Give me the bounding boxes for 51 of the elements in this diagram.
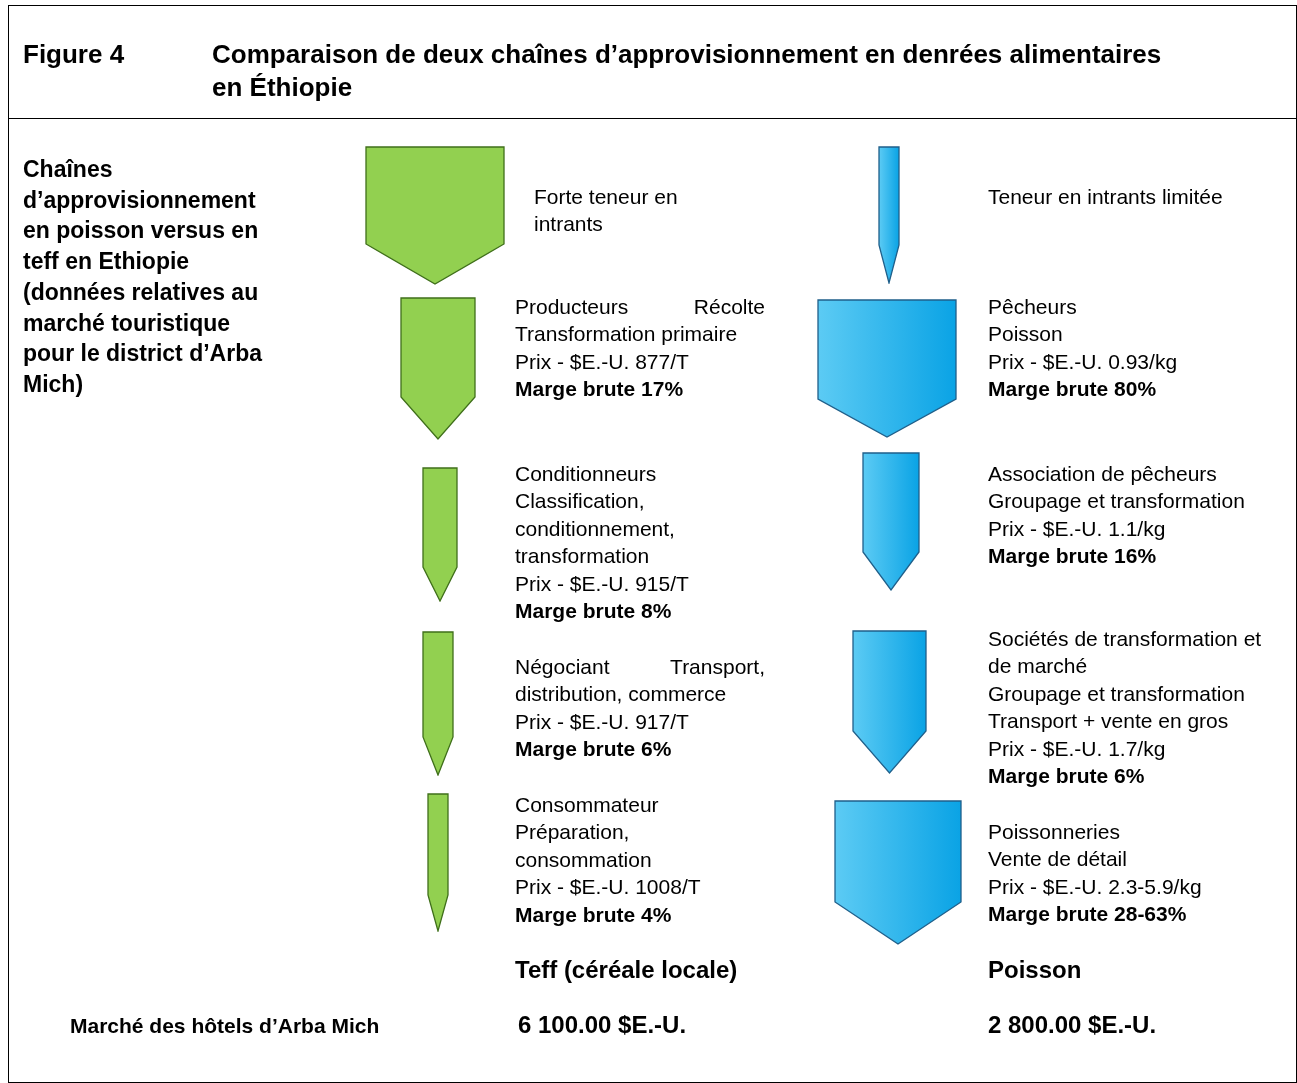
margin-text: Marge brute 8% xyxy=(515,598,673,625)
margin-text: Marge brute 80% xyxy=(988,376,1158,403)
value-text: 6 100.00 $E.-U. xyxy=(518,1010,688,1040)
column-heading: Teff (céréale locale) xyxy=(515,955,739,985)
column-heading: Poisson xyxy=(988,955,1083,985)
description-text: Groupage et transformation xyxy=(988,680,1246,707)
description-text: Conditionneurs xyxy=(515,461,658,487)
down-arrow-shape xyxy=(365,146,505,285)
row-label: Marché des hôtels d’Arba Mich xyxy=(70,1013,381,1039)
down-arrow-shape xyxy=(862,452,920,591)
description-text: Prix - $E.-U. 1008/T xyxy=(515,874,702,901)
description-text: Producteurs Récolte Transformation primaire xyxy=(515,294,765,348)
description-text: Négociant Transport, distribution, commerce xyxy=(515,654,765,708)
description-text: Groupage et transformation xyxy=(988,488,1246,515)
description-text: Poissonneries xyxy=(988,819,1121,845)
description-text: Sociétés de transformation et de marché xyxy=(988,626,1263,680)
value-text: 2 800.00 $E.-U. xyxy=(988,1010,1158,1040)
down-arrow-shape xyxy=(878,146,900,284)
description-text: Prix - $E.-U. 2.3-5.9/kg xyxy=(988,873,1203,900)
description-text: Association de pêcheurs xyxy=(988,461,1218,487)
description-text: Prix - $E.-U. 1.1/kg xyxy=(988,515,1167,542)
down-arrow-shape xyxy=(427,793,449,932)
description-text: Teneur en intrants limitée xyxy=(988,184,1224,210)
down-arrow-shape xyxy=(817,299,957,438)
side-heading: Chaînes d’approvisionnement en poisson versus en teff en Ethiopie (données relatives au marché touristique pour le district d’Arba Mich) xyxy=(23,155,264,399)
margin-text: Marge brute 6% xyxy=(515,736,673,763)
description-text: Préparation, consommation xyxy=(515,819,653,873)
down-arrow-shape xyxy=(400,297,476,440)
description-text: Prix - $E.-U. 1.7/kg xyxy=(988,735,1167,762)
margin-text: Marge brute 4% xyxy=(515,901,673,928)
margin-text: Marge brute 6% xyxy=(988,763,1146,790)
description-text: Prix - $E.-U. 917/T xyxy=(515,708,690,735)
down-arrow-shape xyxy=(834,800,962,945)
description-text: Prix - $E.-U. 877/T xyxy=(515,348,690,375)
description-text: Prix - $E.-U. 0.93/kg xyxy=(988,348,1179,375)
down-arrow-shape xyxy=(422,631,454,776)
description-text: Vente de détail xyxy=(988,846,1128,873)
margin-text: Marge brute 16% xyxy=(988,543,1158,570)
description-text: Classification, conditionnement, transformation xyxy=(515,488,676,570)
down-arrow-shape xyxy=(422,467,458,602)
description-text: Poisson xyxy=(988,321,1064,348)
margin-text: Marge brute 28-63% xyxy=(988,901,1188,928)
margin-text: Marge brute 17% xyxy=(515,376,685,403)
down-arrow-shape xyxy=(852,630,927,774)
figure-title: Comparaison de deux chaînes d’approvisionnement en denrées alimentaires en Éthiopie xyxy=(212,38,1163,104)
description-text: Prix - $E.-U. 915/T xyxy=(515,570,690,597)
description-text: Transport + vente en gros xyxy=(988,708,1230,735)
description-text: Pêcheurs xyxy=(988,294,1078,320)
description-text: Forte teneur en intrants xyxy=(534,184,679,238)
figure-number: Figure 4 xyxy=(23,38,126,71)
description-text: Consommateur xyxy=(515,792,660,818)
